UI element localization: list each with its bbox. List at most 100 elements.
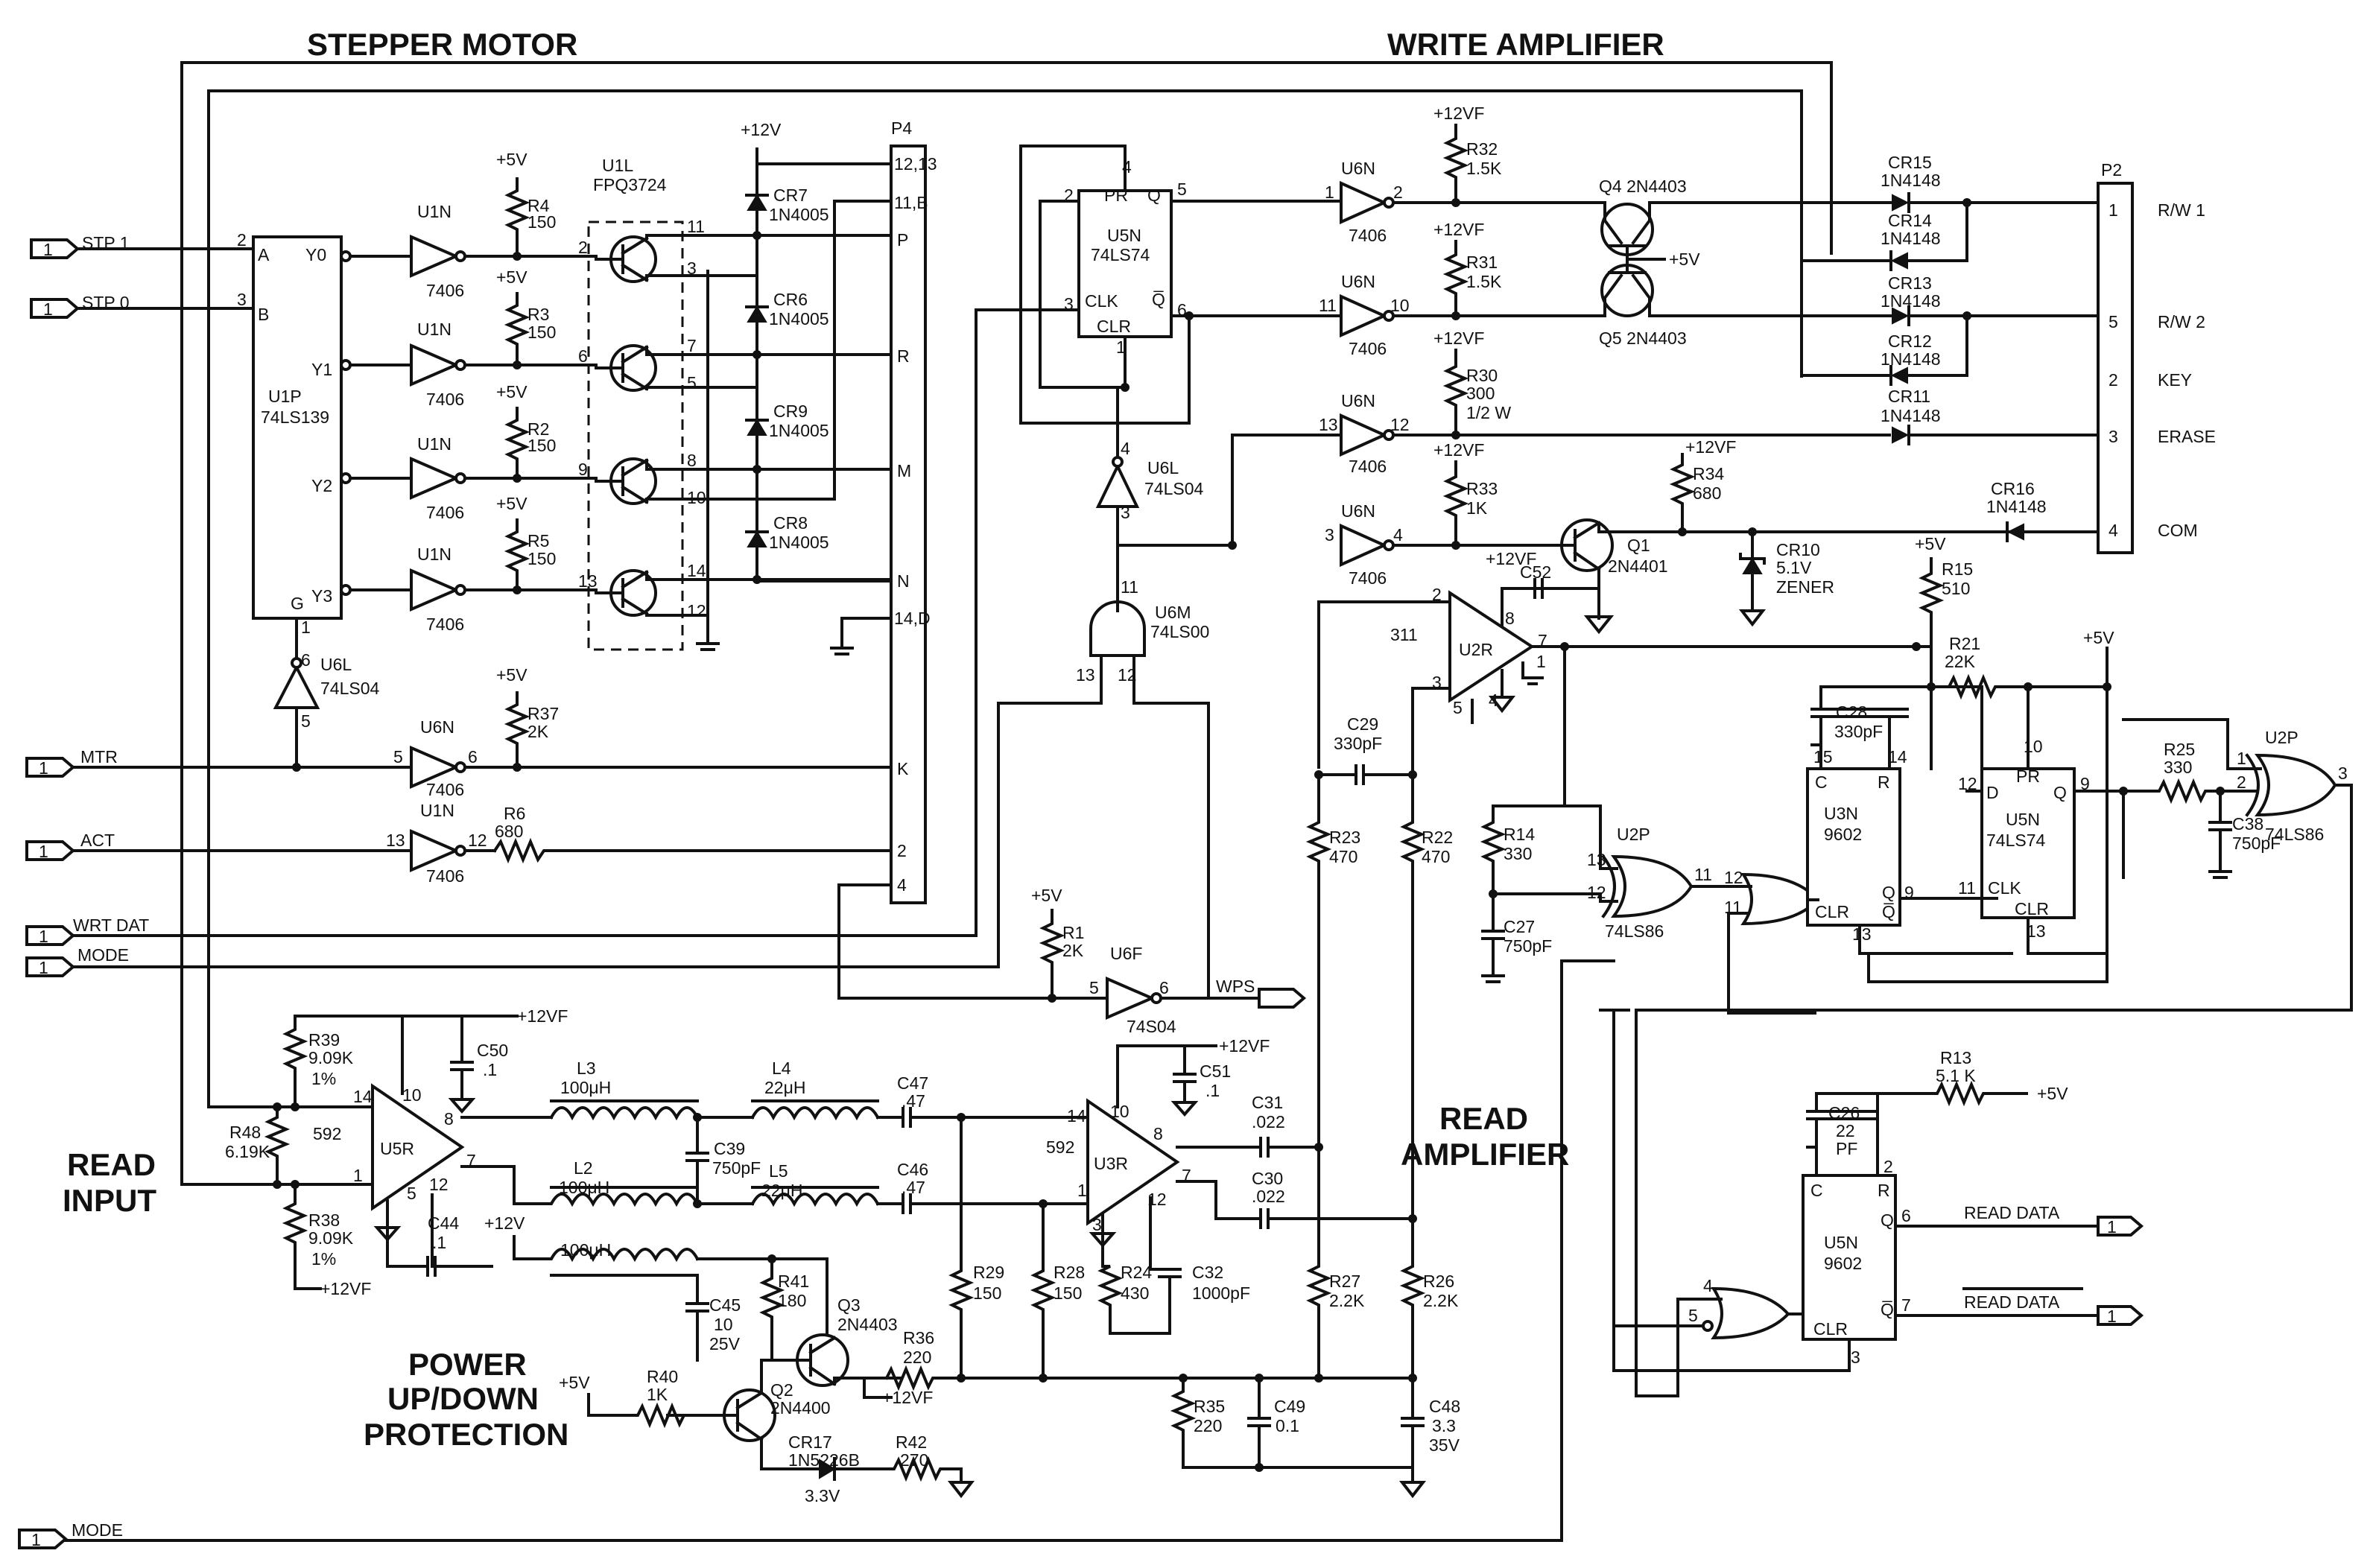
- svg-text:1N4148: 1N4148: [1881, 406, 1941, 425]
- c50-capacitor: C50.1: [477, 1041, 508, 1079]
- svg-text:U1P: U1P: [268, 387, 302, 406]
- svg-text:100μH: 100μH: [560, 1240, 611, 1260]
- svg-text:R38: R38: [308, 1210, 340, 1230]
- svg-text:+5V: +5V: [1915, 534, 1946, 553]
- svg-text:12: 12: [687, 601, 706, 620]
- svg-text:11,B: 11,B: [894, 193, 928, 212]
- svg-text:R/W 2: R/W 2: [2158, 312, 2205, 331]
- svg-text:1.5K: 1.5K: [1466, 159, 1502, 178]
- u6l-inverter-enable: U6L 74LS04: [273, 655, 380, 709]
- svg-text:Q3: Q3: [837, 1295, 861, 1315]
- svg-text:5: 5: [407, 1184, 416, 1203]
- svg-text:680: 680: [1693, 483, 1721, 503]
- svg-text:R29: R29: [973, 1263, 1004, 1282]
- svg-text:13: 13: [1076, 665, 1095, 685]
- u6n-buffer-1: U6N 7406: [1340, 159, 1395, 245]
- svg-text:2N4400: 2N4400: [770, 1398, 831, 1418]
- svg-text:35V: 35V: [1429, 1435, 1460, 1455]
- svg-text:1%: 1%: [311, 1249, 336, 1269]
- svg-text:.1: .1: [432, 1233, 446, 1252]
- svg-text:1: 1: [1077, 1181, 1087, 1200]
- svg-text:.022: .022: [1252, 1187, 1285, 1206]
- svg-text:Y0: Y0: [305, 245, 326, 264]
- c26-capacitor: C26 22 PF: [1806, 1103, 1879, 1177]
- svg-text:9.09K: 9.09K: [308, 1048, 354, 1067]
- svg-text:R32: R32: [1466, 139, 1498, 159]
- svg-text:R23: R23: [1329, 828, 1360, 847]
- svg-text:74S04: 74S04: [1127, 1017, 1176, 1036]
- svg-text:R: R: [1878, 772, 1890, 792]
- svg-text:7406: 7406: [426, 503, 464, 522]
- svg-text:74LS86: 74LS86: [1605, 921, 1664, 941]
- or-gate-read: [1740, 872, 1820, 926]
- svg-text:1: 1: [301, 618, 311, 637]
- svg-text:1: 1: [43, 299, 53, 319]
- svg-text:25V: 25V: [709, 1334, 741, 1353]
- svg-text:11: 11: [1958, 878, 1976, 898]
- svg-text:1.5K: 1.5K: [1466, 272, 1502, 291]
- svg-text:1N4148: 1N4148: [1881, 171, 1941, 190]
- u1n-inverter-act: U1N 7406: [410, 801, 466, 886]
- svg-text:CLK: CLK: [1988, 878, 2021, 898]
- svg-text:READ DATA: READ DATA: [1964, 1203, 2060, 1222]
- svg-text:R24: R24: [1121, 1263, 1152, 1282]
- svg-text:8: 8: [1505, 609, 1515, 628]
- svg-text:1: 1: [2109, 200, 2118, 220]
- svg-text:4: 4: [1121, 439, 1130, 458]
- svg-text:150: 150: [1054, 1283, 1082, 1303]
- svg-text:6: 6: [468, 747, 478, 766]
- svg-text:U6N: U6N: [1341, 391, 1375, 410]
- svg-text:3.3: 3.3: [1432, 1416, 1456, 1435]
- svg-text:+12V: +12V: [741, 120, 782, 139]
- c30-capacitor: C30.022: [1252, 1169, 1414, 1229]
- svg-text:+12VF: +12VF: [320, 1279, 371, 1298]
- svg-text:FPQ3724: FPQ3724: [593, 175, 667, 194]
- svg-text:13: 13: [578, 571, 598, 591]
- svg-text:R/W 1: R/W 1: [2158, 200, 2205, 220]
- svg-text:311: 311: [1390, 625, 1418, 644]
- svg-text:300: 300: [1466, 384, 1495, 403]
- svg-text:CLR: CLR: [1813, 1319, 1848, 1339]
- svg-text:.47: .47: [902, 1091, 925, 1111]
- svg-text:12: 12: [429, 1175, 449, 1194]
- svg-text:+12VF: +12VF: [1219, 1036, 1270, 1056]
- title-read-amplifier-2: AMPLIFIER: [1401, 1137, 1569, 1172]
- svg-text:Q5 2N4403: Q5 2N4403: [1599, 328, 1687, 348]
- svg-text:CLR: CLR: [2015, 899, 2049, 918]
- svg-text:1: 1: [353, 1166, 363, 1185]
- svg-text:CR8: CR8: [773, 513, 808, 533]
- svg-text:C50: C50: [477, 1041, 508, 1060]
- svg-text:3: 3: [2338, 764, 2348, 783]
- svg-text:4: 4: [1703, 1276, 1713, 1295]
- u6n-buffer-2: U6N 7406: [1340, 272, 1395, 358]
- svg-text:4: 4: [897, 875, 907, 895]
- svg-text:C26: C26: [1828, 1103, 1860, 1123]
- svg-text:6.19K: 6.19K: [225, 1142, 270, 1161]
- svg-text:5: 5: [1089, 978, 1099, 997]
- svg-text:Q: Q: [1147, 185, 1161, 205]
- svg-text:+12V: +12V: [484, 1213, 525, 1233]
- svg-text:R22: R22: [1422, 828, 1453, 847]
- input-act: 1 ACT: [25, 831, 115, 861]
- svg-text:2: 2: [237, 230, 247, 250]
- svg-text:7: 7: [1901, 1295, 1911, 1315]
- c47-capacitor: C47.47: [897, 1073, 1089, 1128]
- svg-text:7406: 7406: [1349, 457, 1387, 476]
- svg-text:C29: C29: [1347, 714, 1378, 734]
- svg-text:2: 2: [1432, 585, 1442, 604]
- u5r-amplifier: U5R 592: [313, 1083, 465, 1211]
- svg-text:7406: 7406: [1349, 568, 1387, 588]
- svg-text:3: 3: [2109, 427, 2118, 446]
- u3n-monostable: C R Q Q̅ CLR U3N 9602: [1806, 767, 1901, 927]
